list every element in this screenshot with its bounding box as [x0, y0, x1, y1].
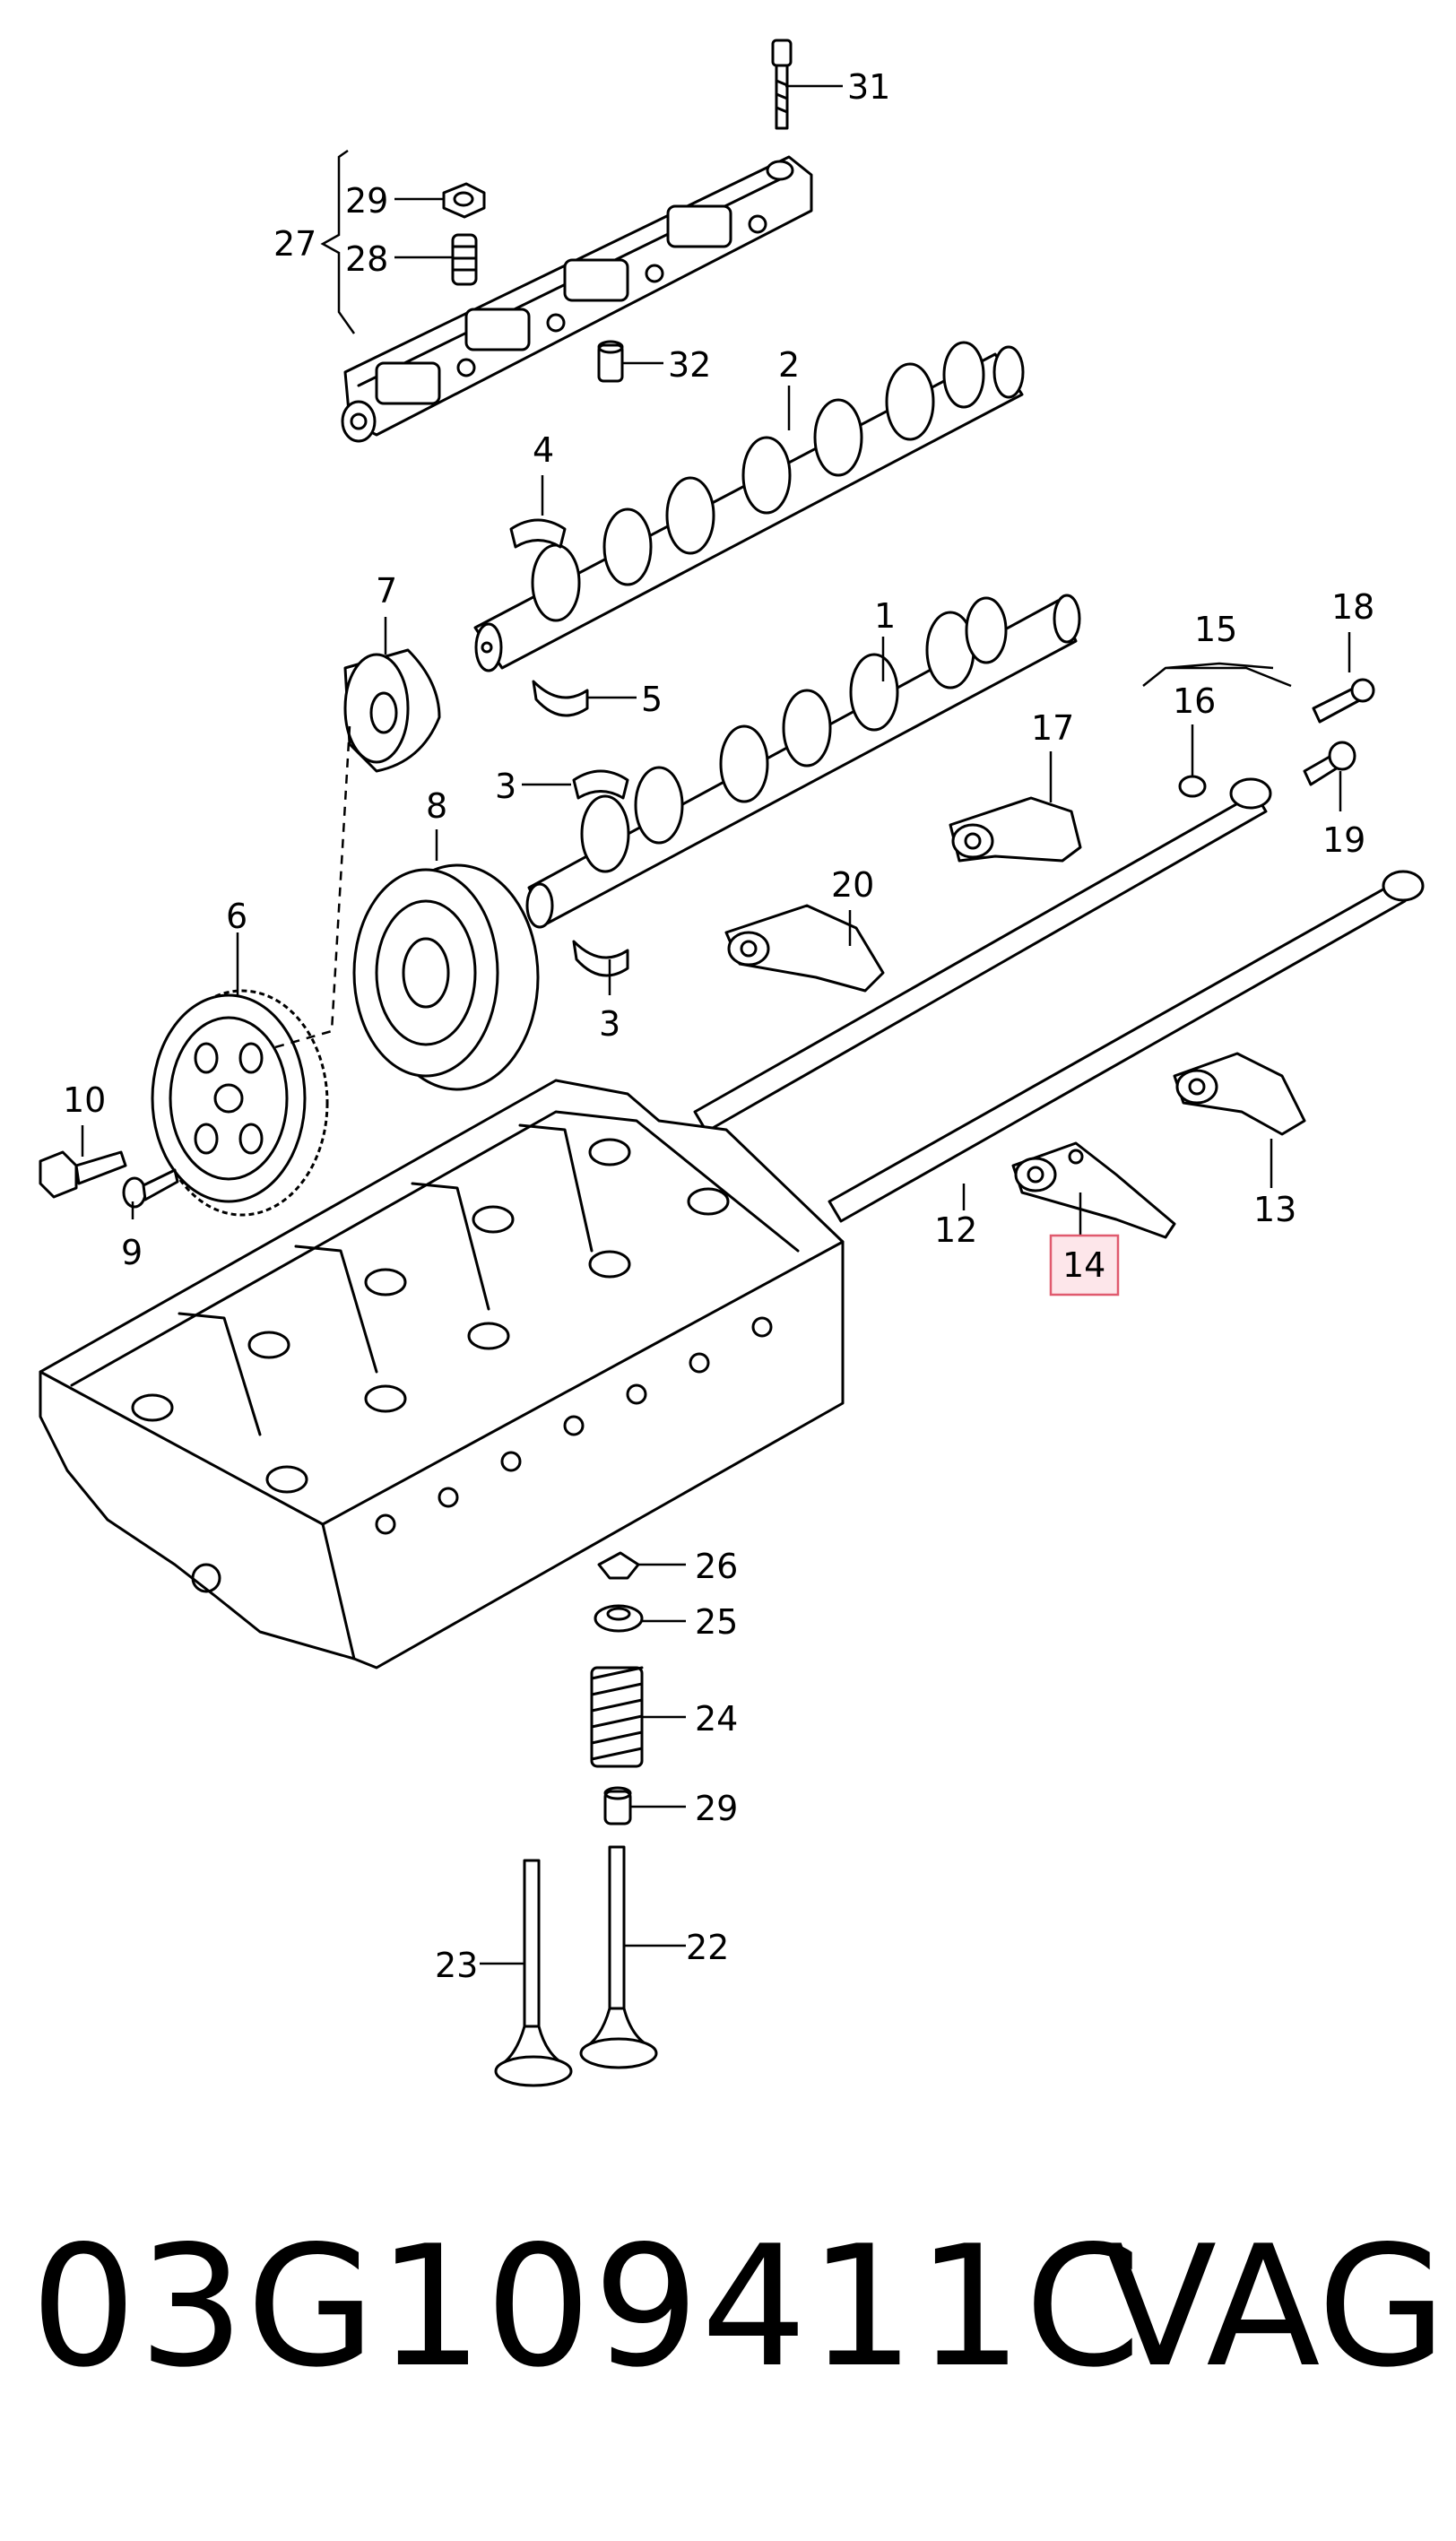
- rocker-arm-17: [949, 796, 1082, 863]
- callout-14: 14: [1062, 1245, 1105, 1285]
- bolt-20: [1303, 741, 1356, 786]
- nut-30: [442, 182, 486, 219]
- callout-1: 1: [874, 596, 896, 636]
- valve-stem-seal-27: [603, 1786, 632, 1826]
- callout-28: 27: [273, 224, 316, 264]
- callout-26: 26: [695, 1547, 738, 1586]
- callout-10: 10: [63, 1080, 106, 1120]
- bearing-shell-5: [509, 518, 567, 549]
- callout-30: 29: [345, 181, 388, 221]
- bolt-19: [1312, 678, 1375, 724]
- washer-16: [1178, 775, 1207, 798]
- callouts: 31 29 27 28 32 2 4 7 1 15 18 5 16 17 3 8…: [63, 67, 1374, 1985]
- callout-31: 31: [847, 67, 890, 107]
- stud-29: [451, 233, 478, 286]
- callout-25: 25: [695, 1602, 738, 1642]
- exploded-parts-diagram: 31 29 27 28 32 2 4 7 1 15 18 5 16 17 3 8…: [39, 39, 1425, 2087]
- pulley-7: [352, 863, 540, 1091]
- dowel-32: [597, 340, 624, 383]
- callout-18: 20: [831, 865, 874, 905]
- callout-19: 18: [1331, 587, 1374, 627]
- leader-lines: [81, 84, 1351, 1965]
- callout-5: 4: [533, 430, 554, 470]
- rocker-arm-13: [1173, 1052, 1306, 1136]
- callout-6: 6: [226, 897, 247, 936]
- camshaft-2: [473, 341, 1025, 672]
- callout-7: 8: [426, 786, 447, 826]
- bearing-shell-3-upper: [572, 769, 629, 800]
- callout-16: 16: [1173, 681, 1216, 721]
- callout-22: 22: [686, 1928, 729, 1967]
- valve-22: [579, 1845, 658, 2069]
- rocker-shaft-15: [693, 777, 1272, 1133]
- callout-12: 12: [934, 1210, 977, 1250]
- rocker-arm-14: [1011, 1141, 1176, 1239]
- rocker-shaft-12: [828, 870, 1425, 1223]
- alignment-line: [268, 725, 351, 1051]
- callout-3-upper: 3: [495, 767, 516, 806]
- callout-2: 2: [778, 345, 800, 385]
- bolt-9: [122, 1168, 179, 1209]
- bracket-15: [1142, 662, 1292, 688]
- callout-20: 19: [1322, 820, 1365, 860]
- callout-8: 7: [376, 571, 397, 611]
- spring-retainer-25: [594, 1604, 644, 1633]
- callout-4: 5: [641, 680, 663, 719]
- bracket-28: [320, 149, 356, 334]
- gear-6: [151, 989, 329, 1217]
- bearing-shell-4: [532, 680, 589, 717]
- callout-24: 24: [695, 1699, 738, 1739]
- callout-3-lower: 3: [599, 1004, 620, 1044]
- cylinder-head: [39, 1079, 845, 1669]
- hub-8: [343, 648, 441, 773]
- valve-spring-24: [590, 1666, 644, 1768]
- part-number: 03G109411C: [30, 2209, 1143, 2404]
- callout-23: 23: [435, 1946, 478, 1985]
- bearing-bridge-assembly: [341, 155, 813, 443]
- callout-17: 17: [1031, 708, 1074, 748]
- bolt-10: [39, 1150, 127, 1199]
- bolt-31: [771, 39, 793, 130]
- valve-keepers-26: [597, 1551, 640, 1580]
- callout-9: 9: [121, 1233, 143, 1272]
- camshaft-1: [525, 594, 1081, 929]
- callout-32: 32: [668, 345, 711, 385]
- valve-23: [494, 1859, 573, 2087]
- bearing-shell-3-lower: [572, 940, 629, 977]
- rocker-arm-18: [724, 904, 885, 993]
- brand-name: VAG: [1103, 2209, 1447, 2404]
- callout-15: 15: [1194, 610, 1237, 649]
- callout-13: 13: [1253, 1190, 1296, 1229]
- callout-29: 28: [345, 239, 388, 279]
- highlight-box-14: [1049, 1234, 1120, 1297]
- callout-27: 29: [695, 1789, 738, 1828]
